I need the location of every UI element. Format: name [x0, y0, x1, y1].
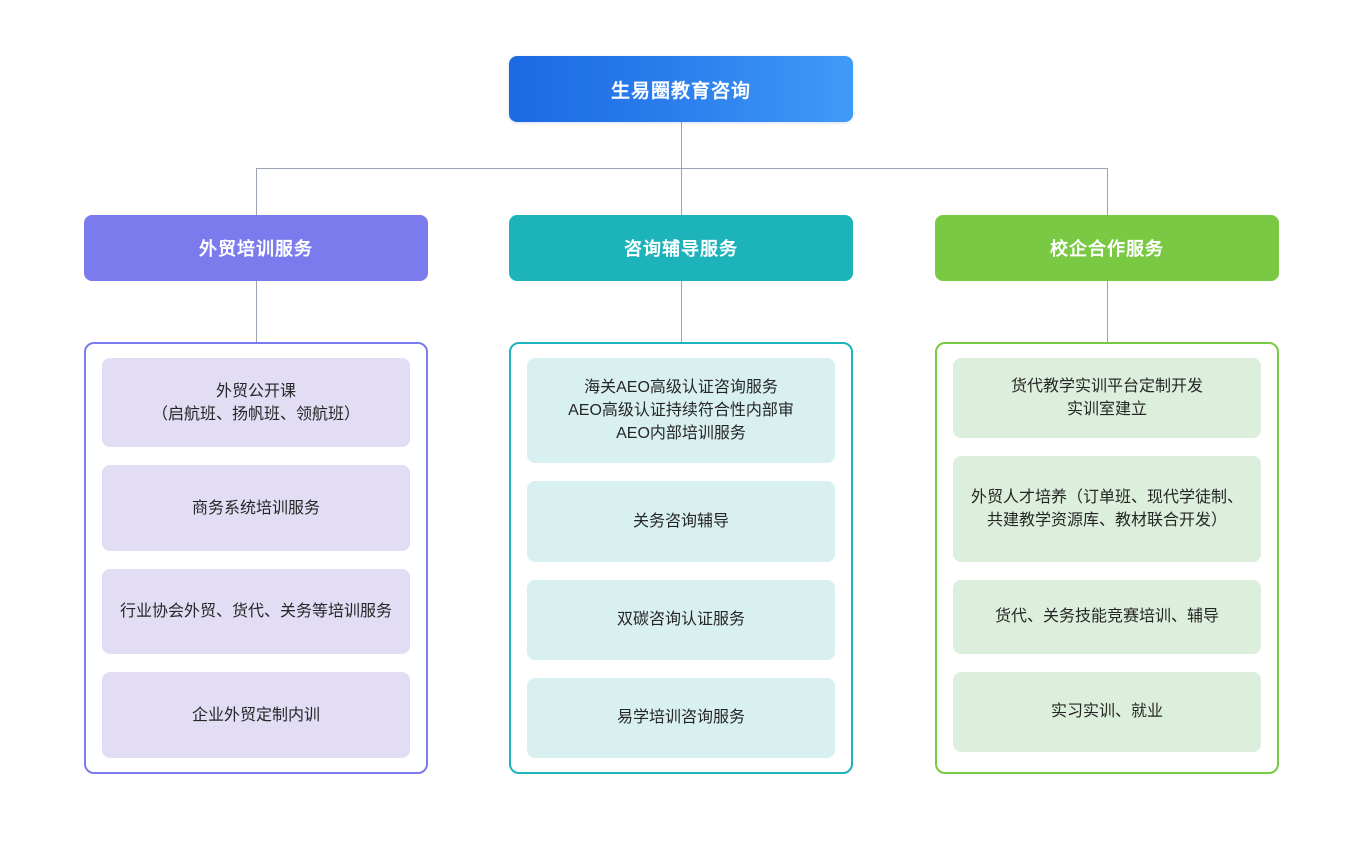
list-item-label: 海关AEO高级认证咨询服务 AEO高级认证持续符合性内部审 AEO内部培训服务: [568, 378, 794, 443]
branch-column-3: 校企合作服务: [935, 215, 1279, 281]
list-item-label: 易学培训咨询服务: [616, 709, 745, 727]
root-node[interactable]: 生易圈教育咨询: [509, 56, 853, 122]
branch-header-2-label: 咨询辅导服务: [624, 239, 738, 259]
connector-branch-3-to-panel: [1107, 281, 1108, 342]
list-item-label: 双碳咨询认证服务: [616, 611, 745, 629]
list-item-label: 货代教学实训平台定制开发 实训室建立: [1010, 377, 1203, 418]
list-item-label: 外贸公开课 （启航班、扬帆班、领航班）: [151, 382, 360, 423]
connector-bus-to-branch-1: [256, 168, 257, 215]
list-item[interactable]: 企业外贸定制内训: [102, 672, 410, 758]
root-node-label: 生易圈教育咨询: [610, 80, 751, 102]
connector-root-down: [681, 122, 682, 168]
connector-bus-to-branch-2: [681, 168, 682, 215]
branch-column-2: 咨询辅导服务: [509, 215, 853, 281]
branch-panel-3: 货代教学实训平台定制开发 实训室建立 外贸人才培养（订单班、现代学徒制、共建教学…: [935, 342, 1279, 774]
branch-header-2[interactable]: 咨询辅导服务: [509, 215, 853, 281]
list-item[interactable]: 海关AEO高级认证咨询服务 AEO高级认证持续符合性内部审 AEO内部培训服务: [527, 358, 835, 464]
list-item[interactable]: 外贸人才培养（订单班、现代学徒制、共建教学资源库、教材联合开发）: [953, 456, 1261, 562]
list-item-label: 行业协会外贸、货代、关务等培训服务: [119, 603, 392, 621]
list-item[interactable]: 商务系统培训服务: [102, 465, 410, 551]
list-item-label: 关务咨询辅导: [632, 512, 729, 530]
list-item-label: 企业外贸定制内训: [191, 706, 320, 724]
list-item[interactable]: 易学培训咨询服务: [527, 677, 835, 758]
list-item[interactable]: 外贸公开课 （启航班、扬帆班、领航班）: [102, 358, 410, 448]
branch-column-1: 外贸培训服务: [84, 215, 428, 281]
list-item[interactable]: 实习实训、就业: [953, 672, 1261, 752]
list-item-label: 外贸人才培养（订单班、现代学徒制、共建教学资源库、教材联合开发）: [970, 488, 1243, 529]
branch-header-1[interactable]: 外贸培训服务: [84, 215, 428, 281]
list-item-label: 实习实训、就业: [1050, 703, 1163, 721]
connector-branch-2-to-panel: [681, 281, 682, 342]
list-item[interactable]: 双碳咨询认证服务: [527, 579, 835, 660]
list-item[interactable]: 关务咨询辅导: [527, 481, 835, 562]
branch-panel-1: 外贸公开课 （启航班、扬帆班、领航班） 商务系统培训服务 行业协会外贸、货代、关…: [84, 342, 428, 774]
branch-header-3-label: 校企合作服务: [1050, 239, 1164, 259]
connector-bus-to-branch-3: [1107, 168, 1108, 215]
list-item-label: 货代、关务技能竞赛培训、辅导: [994, 608, 1219, 626]
connector-branch-1-to-panel: [256, 281, 257, 342]
branch-header-3[interactable]: 校企合作服务: [935, 215, 1279, 281]
list-item[interactable]: 货代教学实训平台定制开发 实训室建立: [953, 358, 1261, 438]
list-item[interactable]: 行业协会外贸、货代、关务等培训服务: [102, 568, 410, 655]
list-item[interactable]: 货代、关务技能竞赛培训、辅导: [953, 580, 1261, 654]
branch-header-1-label: 外贸培训服务: [199, 239, 313, 259]
branch-panel-2: 海关AEO高级认证咨询服务 AEO高级认证持续符合性内部审 AEO内部培训服务 …: [509, 342, 853, 774]
list-item-label: 商务系统培训服务: [191, 499, 320, 517]
